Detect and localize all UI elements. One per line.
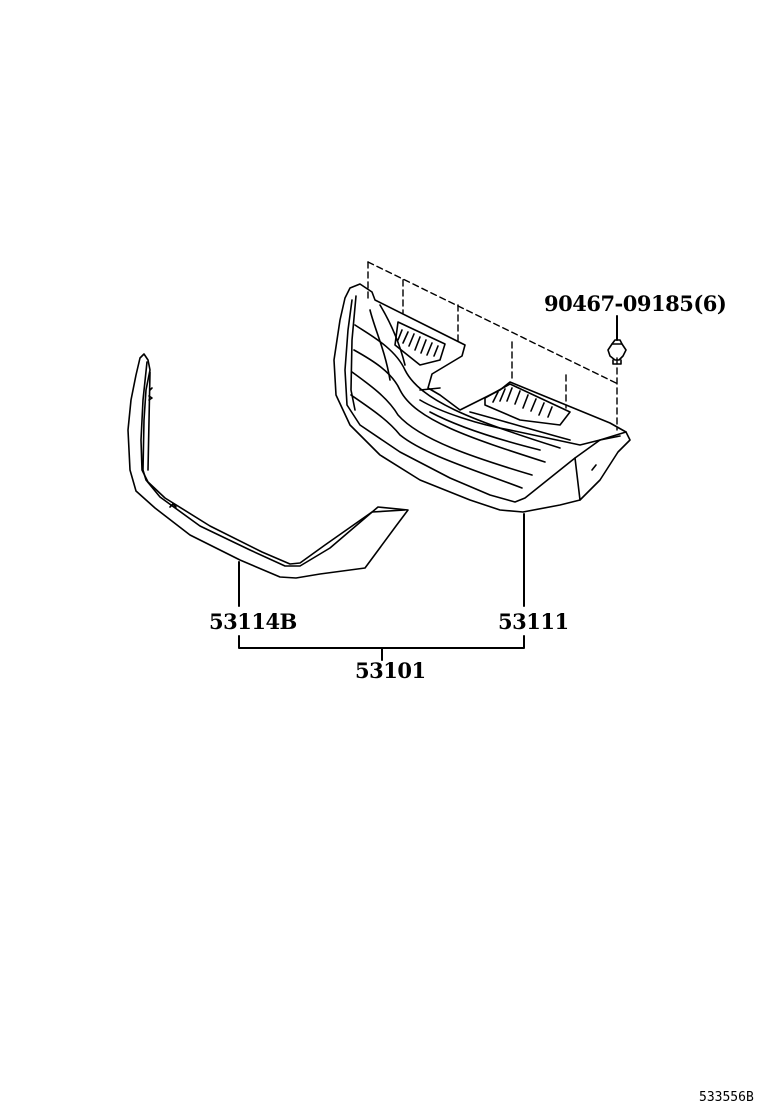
clip-drawing	[607, 339, 627, 365]
figure-id: 533556B	[699, 1090, 754, 1105]
radiator-grille-part-number[interactable]: 53111	[498, 609, 569, 634]
assembly-part-number[interactable]: 53101	[355, 658, 426, 683]
grille-molding-drawing	[127, 353, 409, 579]
dashed-leader-lines	[367, 261, 619, 431]
leader-lines	[238, 315, 618, 661]
radiator-grille-drawing	[333, 283, 631, 513]
clip-part-number[interactable]: 90467-09185(6)	[544, 291, 727, 316]
grille-molding-part-number[interactable]: 53114B	[209, 609, 297, 634]
